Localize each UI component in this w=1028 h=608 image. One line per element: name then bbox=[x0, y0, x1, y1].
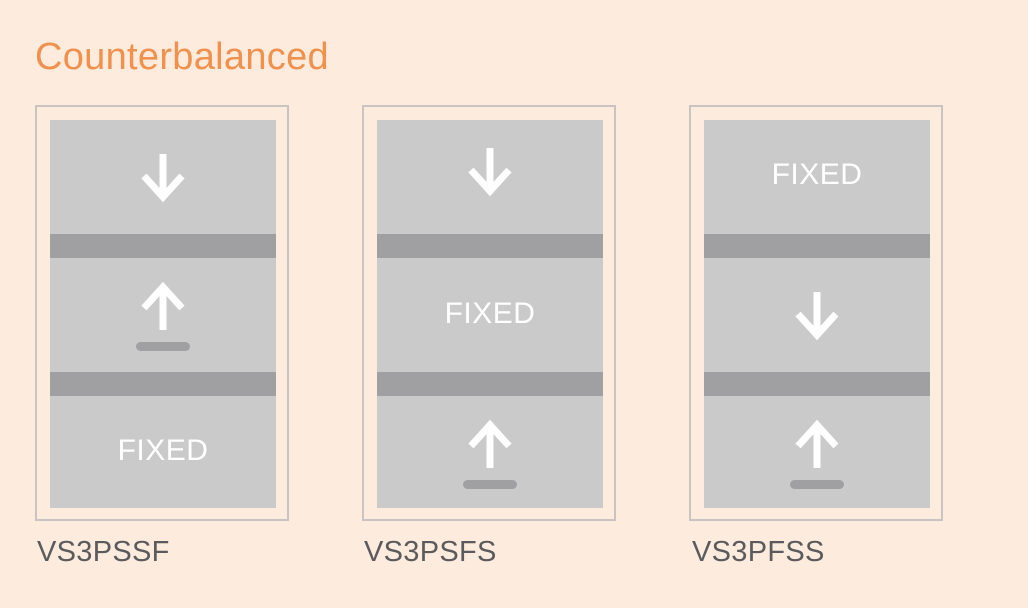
arrow-down-icon bbox=[141, 154, 185, 203]
bottom-sash: FIXED bbox=[50, 396, 276, 508]
window-caption: VS3PFSS bbox=[692, 536, 825, 568]
arrow-up-icon bbox=[141, 281, 185, 330]
meeting-rail bbox=[50, 372, 276, 396]
window-caption: VS3PSFS bbox=[364, 536, 497, 568]
meeting-rail bbox=[377, 372, 603, 396]
fixed-label: FIXED bbox=[444, 297, 536, 330]
meeting-rail bbox=[50, 234, 276, 258]
top-sash bbox=[377, 120, 603, 234]
diagram-title: Counterbalanced bbox=[35, 36, 329, 78]
arrow-down-icon bbox=[468, 148, 512, 197]
middle-sash: FIXED bbox=[377, 258, 603, 372]
arrow-up-icon bbox=[468, 419, 512, 468]
fixed-label: FIXED bbox=[117, 434, 209, 467]
meeting-rail bbox=[704, 372, 930, 396]
window-diagram-vs3pfss: FIXED bbox=[689, 105, 943, 521]
arrow-down-icon bbox=[795, 292, 839, 341]
arrow-up-icon bbox=[795, 419, 839, 468]
top-sash bbox=[50, 120, 276, 234]
middle-sash bbox=[50, 258, 276, 372]
fixed-label: FIXED bbox=[771, 158, 863, 191]
sash-handle bbox=[136, 342, 190, 351]
sash-handle bbox=[463, 480, 517, 489]
meeting-rail bbox=[704, 234, 930, 258]
bottom-sash bbox=[704, 396, 930, 508]
middle-sash bbox=[704, 258, 930, 372]
top-sash: FIXED bbox=[704, 120, 930, 234]
window-diagram-vs3psfs: FIXED bbox=[362, 105, 616, 521]
window-diagram-vs3pssf: FIXED bbox=[35, 105, 289, 521]
window-caption: VS3PSSF bbox=[37, 536, 170, 568]
bottom-sash bbox=[377, 396, 603, 508]
sash-handle bbox=[790, 480, 844, 489]
meeting-rail bbox=[377, 234, 603, 258]
